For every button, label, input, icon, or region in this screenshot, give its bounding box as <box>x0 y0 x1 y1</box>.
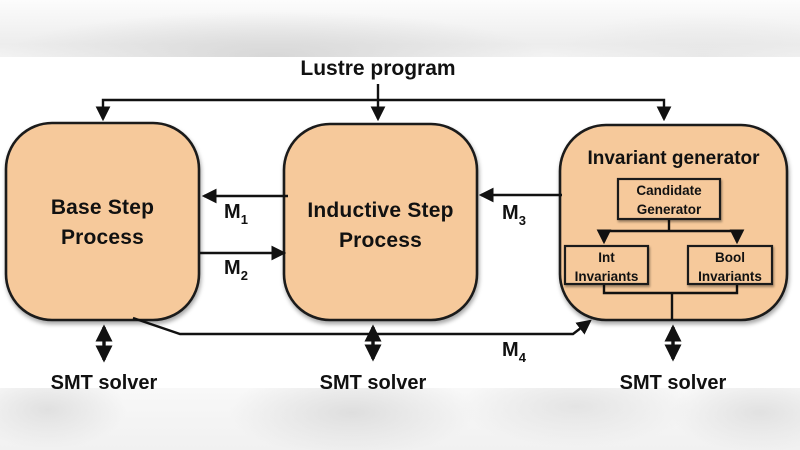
blurred-bottom-band <box>0 388 800 450</box>
candidate-generator-box <box>616 177 722 221</box>
candidate-line2: Generator <box>636 201 702 217</box>
m3-sub: 3 <box>518 213 526 228</box>
int-line2: Invariants <box>574 268 639 284</box>
m4-label: M4 <box>488 337 540 366</box>
m3-base: M <box>502 202 519 224</box>
int-invariants-label: Int Invariants <box>565 249 648 286</box>
m2-base: M <box>224 257 241 279</box>
m2-label: M2 <box>210 255 262 284</box>
inductive-step-box <box>282 122 479 322</box>
m4-base: M <box>502 339 519 361</box>
m1-base: M <box>224 201 241 223</box>
base-step-box <box>4 121 201 322</box>
m1-sub: 1 <box>240 212 248 227</box>
inductive-step-line1: Inductive Step <box>307 199 454 222</box>
bool-line1: Bool <box>715 250 745 265</box>
base-step-line1: Base Step <box>50 196 155 219</box>
base-step-label: Base Step Process <box>6 193 199 254</box>
bool-line2: Invariants <box>698 268 762 284</box>
candidate-generator-label: Candidate Generator <box>618 182 720 219</box>
int-invariants-box <box>563 244 650 286</box>
candidate-line1: Candidate <box>636 183 702 198</box>
blurred-top-band <box>0 0 800 57</box>
bool-invariants-box <box>686 244 774 286</box>
smt-solver-label-right: SMT solver <box>619 372 727 394</box>
m4-sub: 4 <box>518 350 526 365</box>
m2-sub: 2 <box>240 268 248 283</box>
m1-label: M1 <box>210 199 262 228</box>
invariant-generator-title: Invariant generator <box>587 148 760 169</box>
arrows-candidate-to-invariants <box>596 229 745 245</box>
smt-solver-label-left: SMT solver <box>50 372 158 394</box>
base-step-line2: Process <box>60 226 145 250</box>
lustre-program-label: Lustre program <box>300 57 456 80</box>
inductive-step-line2: Process <box>338 229 423 253</box>
m3-label: M3 <box>488 200 540 229</box>
bool-invariants-label: Bool Invariants <box>688 249 772 286</box>
smt-solver-label-center: SMT solver <box>319 372 427 394</box>
line-invariants-join <box>602 284 739 295</box>
int-line1: Int <box>598 250 615 265</box>
arrow-lustre-to-base-and-invariant <box>95 98 672 122</box>
inductive-step-label: Inductive Step Process <box>284 196 477 257</box>
